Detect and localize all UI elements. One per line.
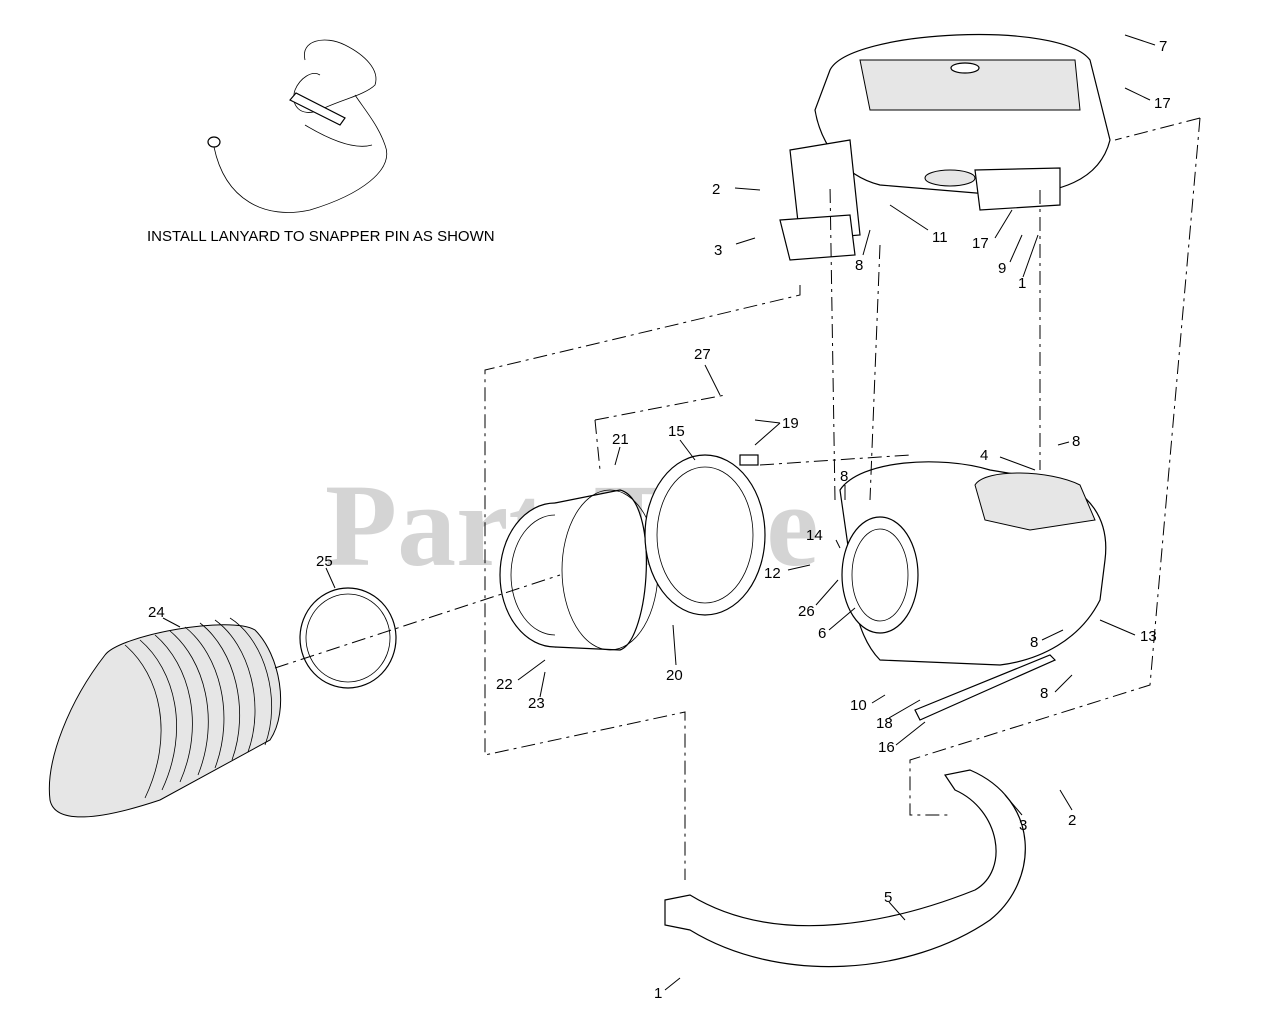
flex-hose	[48, 617, 282, 818]
callout-16: 16	[878, 739, 895, 756]
leader-lines	[162, 34, 1156, 991]
callout-19: 19	[782, 415, 799, 432]
hose-clamp	[299, 587, 397, 689]
callout-6: 6	[818, 625, 826, 642]
callout-2: 2	[1068, 812, 1076, 829]
callout-8: 8	[1030, 634, 1038, 651]
callout-11: 11	[932, 229, 948, 246]
callout-labels: 7 17 2 3 8 11 17 9 1 27 19 21 15 8 4 8 1…	[148, 38, 1171, 1002]
chute-body	[839, 461, 1107, 666]
lanyard-illustration	[207, 39, 387, 213]
support-bar	[664, 769, 1026, 968]
callout-14: 14	[806, 527, 823, 544]
callout-15: 15	[668, 423, 685, 440]
callout-23: 23	[528, 695, 545, 712]
adapter-plate	[644, 454, 766, 616]
callout-17: 17	[972, 235, 989, 252]
callout-8: 8	[840, 468, 848, 485]
lanyard-cable	[213, 94, 387, 213]
callout-1: 1	[1018, 275, 1026, 292]
callout-17: 17	[1154, 95, 1171, 112]
callout-2: 2	[712, 181, 720, 198]
snapper-pin-loop	[293, 39, 377, 113]
callout-21: 21	[612, 431, 629, 448]
callout-5: 5	[884, 889, 892, 906]
callout-20: 20	[666, 667, 683, 684]
callout-24: 24	[148, 604, 165, 621]
callout-8: 8	[855, 257, 863, 274]
install-note-text: INSTALL LANYARD TO SNAPPER PIN AS SHOWN	[147, 228, 495, 245]
lanyard-ring	[207, 136, 221, 148]
callout-7: 7	[1159, 38, 1167, 55]
callout-10: 10	[850, 697, 867, 714]
callout-25: 25	[316, 553, 333, 570]
callout-9: 9	[998, 260, 1006, 277]
callout-3: 3	[1019, 817, 1027, 834]
callout-22: 22	[496, 676, 513, 693]
callout-8: 8	[1072, 433, 1080, 450]
callout-26: 26	[798, 603, 815, 620]
blower-housing	[779, 33, 1111, 261]
callout-27: 27	[694, 346, 711, 363]
callout-8: 8	[1040, 685, 1048, 702]
assembly-dash-lines	[274, 117, 1201, 880]
deflector-strip	[914, 654, 1057, 721]
callout-4: 4	[980, 447, 988, 464]
callout-12: 12	[764, 565, 781, 582]
callout-18: 18	[876, 715, 893, 732]
snapper-pin-shaft	[289, 92, 346, 126]
callout-13: 13	[1140, 628, 1157, 645]
adapter-ring	[499, 489, 659, 651]
callout-1: 1	[654, 985, 662, 1002]
callout-3: 3	[714, 242, 722, 259]
